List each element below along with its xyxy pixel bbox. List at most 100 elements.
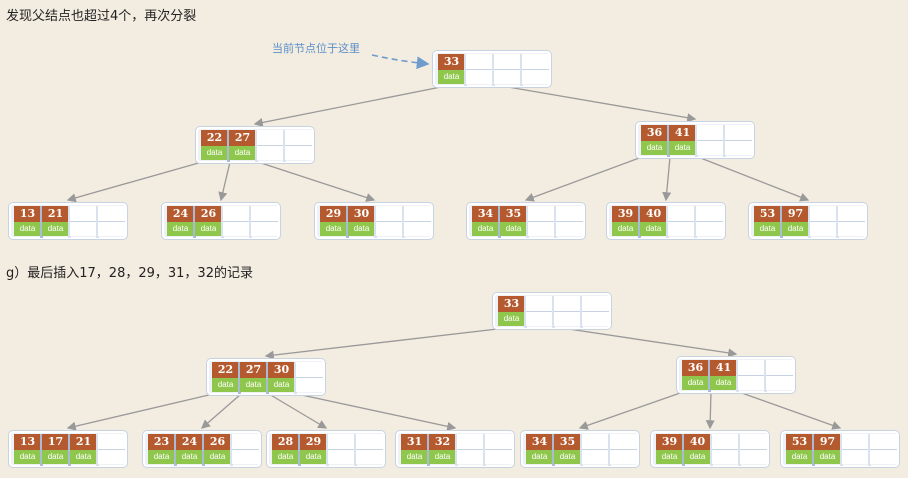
empty-slot <box>556 206 583 236</box>
tree-edge <box>264 327 507 360</box>
key-cell: 22 <box>212 362 239 378</box>
empty-slot <box>494 54 521 84</box>
data-cell: data <box>195 222 222 236</box>
data-cell: data <box>641 141 668 155</box>
tree-edge <box>578 391 684 430</box>
empty-slot <box>582 434 609 464</box>
data-cell: data <box>204 450 231 464</box>
key-cell: 24 <box>176 434 203 450</box>
data-cell: data <box>526 450 553 464</box>
key-cell: 24 <box>167 206 194 222</box>
key-cell: 53 <box>786 434 813 450</box>
key-cell: 36 <box>641 125 668 141</box>
caption-bottom: g）最后插入17，28，29，31，32的记录 <box>6 266 253 281</box>
empty-slot <box>223 206 250 236</box>
tree-edge <box>524 156 643 202</box>
data-cell: data <box>500 222 527 236</box>
data-cell: data <box>14 222 41 236</box>
empty-slot <box>712 434 739 464</box>
key-cell: 30 <box>348 206 375 222</box>
key-cell: 39 <box>612 206 639 222</box>
key-cell: 26 <box>204 434 231 450</box>
data-cell: data <box>148 450 175 464</box>
tree-edge <box>705 391 715 430</box>
data-cell: data <box>167 222 194 236</box>
empty-slot <box>257 130 284 160</box>
empty-slot <box>404 206 431 236</box>
data-cell: data <box>240 378 267 392</box>
empty-slot <box>356 434 383 464</box>
key-cell: 40 <box>640 206 667 222</box>
key-cell: 97 <box>814 434 841 450</box>
data-cell: data <box>682 376 709 390</box>
key-cell: 33 <box>498 296 525 312</box>
data-cell: data <box>669 141 696 155</box>
annotation-arrow <box>371 54 430 70</box>
key-cell: 29 <box>300 434 327 450</box>
empty-slot <box>485 434 512 464</box>
data-cell: data <box>814 450 841 464</box>
empty-slot <box>838 206 865 236</box>
empty-slot <box>610 434 637 464</box>
data-cell: data <box>42 222 69 236</box>
empty-slot <box>296 362 323 392</box>
empty-slot <box>98 434 125 464</box>
empty-slot <box>738 360 765 390</box>
key-cell: 33 <box>438 54 465 70</box>
tree-edge <box>218 161 231 202</box>
empty-slot <box>725 125 752 155</box>
data-cell: data <box>554 450 581 464</box>
key-cell: 34 <box>526 434 553 450</box>
tree-edge <box>662 156 672 202</box>
data-cell: data <box>176 450 203 464</box>
tree-edge <box>501 85 697 123</box>
key-cell: 35 <box>500 206 527 222</box>
key-cell: 36 <box>682 360 709 376</box>
data-cell: data <box>640 222 667 236</box>
data-cell: data <box>201 146 228 160</box>
key-cell: 41 <box>710 360 737 376</box>
data-cell: data <box>754 222 781 236</box>
empty-slot <box>697 125 724 155</box>
empty-slot <box>285 130 312 160</box>
data-cell: data <box>782 222 809 236</box>
data-cell: data <box>14 450 41 464</box>
key-cell: 97 <box>782 206 809 222</box>
key-cell: 40 <box>684 434 711 450</box>
tree-edge <box>201 393 242 429</box>
empty-slot <box>766 360 793 390</box>
tree-edge <box>257 161 376 202</box>
data-cell: data <box>429 450 456 464</box>
empty-slot <box>251 206 278 236</box>
tree-edge <box>66 393 214 431</box>
key-cell: 29 <box>320 206 347 222</box>
annotation-label: 当前节点位于这里 <box>272 42 360 55</box>
key-cell: 32 <box>429 434 456 450</box>
empty-slot <box>98 206 125 236</box>
tree-edge <box>268 393 328 429</box>
key-cell: 26 <box>195 206 222 222</box>
data-cell: data <box>229 146 256 160</box>
tree-edge <box>253 85 447 127</box>
data-cell: data <box>612 222 639 236</box>
key-cell: 21 <box>70 434 97 450</box>
edge-group <box>66 85 842 431</box>
tree-edge <box>66 161 203 203</box>
data-cell: data <box>300 450 327 464</box>
data-cell: data <box>272 450 299 464</box>
key-cell: 23 <box>148 434 175 450</box>
data-cell: data <box>438 70 465 84</box>
data-cell: data <box>498 312 525 326</box>
